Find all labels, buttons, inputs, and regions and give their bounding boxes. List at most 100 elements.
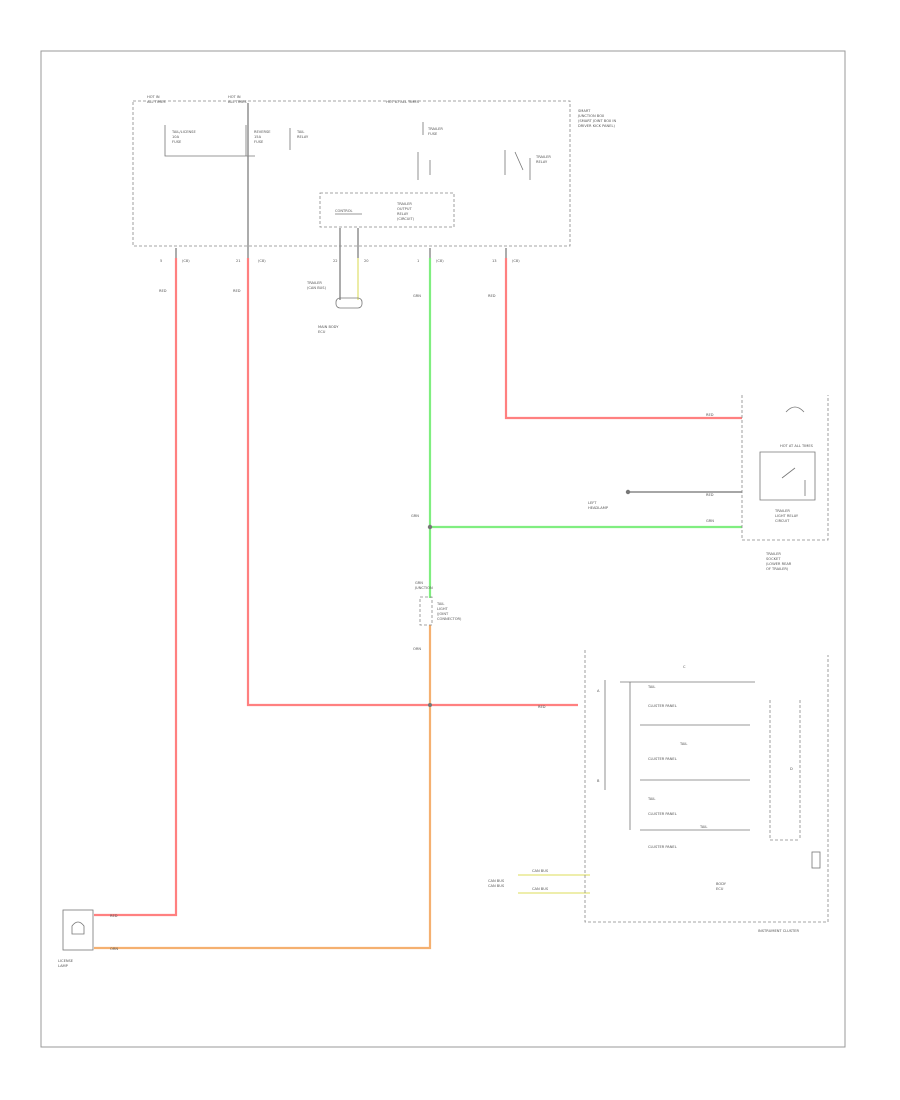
trailer-socket-outline bbox=[741, 395, 829, 541]
box-title-4: DRIVER KICK PANEL) bbox=[578, 124, 615, 128]
wire-label-12: RED bbox=[110, 914, 118, 918]
smart-junction-box: HOT IN ALL TIMES HOT IN ALL TIMES HOT AT… bbox=[132, 95, 616, 263]
main-body-label: MAIN BODY bbox=[318, 325, 339, 329]
hot-label-2: HOT IN bbox=[228, 95, 241, 99]
hot-label-3: HOT AT ALL TIMES bbox=[386, 100, 420, 104]
wire-internal-3 bbox=[339, 228, 359, 258]
relay-1-name: TAIL bbox=[296, 130, 304, 134]
wire-orange bbox=[94, 625, 432, 950]
trailer-inner-1: TRAILER bbox=[774, 509, 790, 513]
license-lamp-bulb bbox=[71, 921, 85, 935]
trailer-relay-contact bbox=[781, 467, 806, 496]
cluster-right-connector bbox=[811, 851, 821, 869]
fuse-2-rating: 15A bbox=[254, 135, 262, 139]
wire-label-10: ORN bbox=[413, 647, 421, 651]
trailer-label-2: SOCKET bbox=[766, 557, 781, 561]
wire-red-license bbox=[94, 258, 178, 917]
fuse-2-name: REVERSE bbox=[254, 130, 271, 134]
cluster-label-2: CLUSTER PANEL bbox=[648, 704, 677, 708]
splice-label-1: GRN bbox=[415, 581, 423, 585]
pin-2: 21 bbox=[236, 259, 241, 263]
wire-label-9: RED bbox=[538, 705, 546, 709]
hot-label-1: HOT IN bbox=[147, 95, 160, 99]
data-link-label-2: (CAN BUS) bbox=[307, 286, 327, 290]
cluster-label-7: TAIL bbox=[699, 825, 707, 829]
trailer-label-3: (LOWER REAR bbox=[766, 562, 792, 566]
pin-6-conn: (C8) bbox=[512, 259, 520, 263]
trailer-socket: HOT AT ALL TIMES TRAILER LIGHT RELAY CIR… bbox=[588, 395, 829, 571]
trailer-inner-3: CIRCUIT bbox=[775, 519, 790, 523]
diagram-frame bbox=[40, 50, 846, 1048]
cluster-label-3: TAIL bbox=[679, 742, 687, 746]
wire-label-6: GRN bbox=[411, 514, 419, 518]
fuse-1-rating: 10A bbox=[172, 135, 180, 139]
cluster-bus-box bbox=[769, 700, 801, 841]
wire-label-4: RED bbox=[488, 294, 496, 298]
joint-label-2: LIGHT bbox=[437, 607, 449, 611]
joint-connector-body bbox=[419, 596, 433, 626]
relay-2-contacts bbox=[504, 150, 531, 180]
cluster-outline bbox=[584, 650, 829, 923]
hot-label-2b: ALL TIMES bbox=[228, 100, 247, 104]
cluster-ecu-1: BODY bbox=[716, 882, 727, 886]
cluster-label-6: CLUSTER PANEL bbox=[648, 812, 677, 816]
wires bbox=[94, 103, 742, 950]
instrument-cluster: TAIL CLUSTER PANEL TAIL CLUSTER PANEL TA… bbox=[488, 650, 829, 933]
pin-2-conn: (C8) bbox=[258, 259, 266, 263]
pin-5-conn: (C8) bbox=[436, 259, 444, 263]
license-lamp-label-2: LAMP bbox=[58, 964, 69, 968]
license-lamp-label-1: LICENSE bbox=[58, 959, 74, 963]
wire-red-trailer bbox=[504, 258, 742, 420]
inner-control-box bbox=[319, 192, 455, 228]
wire-labels: RED RED GRN RED RED GRN GRN RED RED ORN … bbox=[110, 289, 714, 951]
license-lamp-body bbox=[62, 909, 94, 951]
ground-label-1: LEFT bbox=[588, 501, 597, 505]
data-link-connector: TRAILER (CAN BUS) MAIN BODY ECU bbox=[306, 281, 363, 334]
wire-label-2: RED bbox=[233, 289, 241, 293]
main-body-label-2: ECU bbox=[318, 330, 326, 334]
splice-dot-gray bbox=[625, 489, 631, 495]
splice-label-2: JUNCTION bbox=[414, 586, 433, 590]
wire-label-11: ORN bbox=[110, 947, 118, 951]
splice-dot-green bbox=[427, 524, 433, 530]
pin-5: 1 bbox=[417, 259, 419, 263]
relay-1-type: RELAY bbox=[297, 135, 309, 139]
trailer-hot-label: HOT AT ALL TIMES bbox=[780, 444, 814, 448]
joint-label-1: TAIL bbox=[436, 602, 444, 606]
fuse-1-name: TAIL/LICENSE bbox=[171, 130, 196, 134]
junction-box-outline bbox=[132, 100, 571, 247]
joint-label-3: (JOINT bbox=[437, 612, 449, 616]
cluster-ecu-2: ECU bbox=[716, 887, 724, 891]
cluster-can-1: CAN BUS bbox=[532, 869, 549, 873]
trailer-inner-2: LIGHT RELAY bbox=[775, 514, 799, 518]
box-title-2: JUNCTION BOX bbox=[577, 114, 605, 118]
wire-label-1: RED bbox=[159, 289, 167, 293]
inner-label-1: TRAILER bbox=[396, 202, 412, 206]
pin-1: 5 bbox=[160, 259, 162, 263]
wire-label-3: GRN bbox=[413, 294, 421, 298]
cluster-label-1: TAIL bbox=[647, 685, 655, 689]
ground-label-2: HEADLAMP bbox=[588, 506, 609, 510]
trailer-label-4: OF TRAILER) bbox=[766, 567, 789, 571]
relay-2-type: RELAY bbox=[536, 160, 548, 164]
fuse-3-name: TRAILER bbox=[427, 127, 443, 131]
pin-3: 22 bbox=[333, 259, 338, 263]
license-lamp: LICENSE LAMP bbox=[58, 909, 94, 968]
wire-red-cluster bbox=[246, 258, 578, 707]
fuse-2-type: FUSE bbox=[254, 140, 264, 144]
data-link-body bbox=[335, 297, 363, 309]
box-title-1: SMART bbox=[578, 109, 591, 113]
cluster-pin-c: C bbox=[683, 665, 686, 669]
cluster-title: INSTRUMENT CLUSTER bbox=[758, 929, 799, 933]
cluster-pin-d: D bbox=[790, 767, 793, 771]
fuse-3-type: FUSE bbox=[428, 132, 438, 136]
wire-label-7: GRN bbox=[706, 519, 714, 523]
trailer-relay-box bbox=[759, 451, 816, 501]
cluster-can-2: CAN BUS bbox=[532, 887, 549, 891]
joint-connector: GRN JUNCTION TAIL LIGHT (JOINT CONNECTOR… bbox=[414, 581, 462, 626]
control-label: CONTROL bbox=[335, 209, 353, 213]
inner-label-4: (CIRCUIT) bbox=[397, 217, 415, 221]
cluster-internal-lines bbox=[604, 680, 755, 831]
crossing-dot bbox=[428, 703, 432, 707]
